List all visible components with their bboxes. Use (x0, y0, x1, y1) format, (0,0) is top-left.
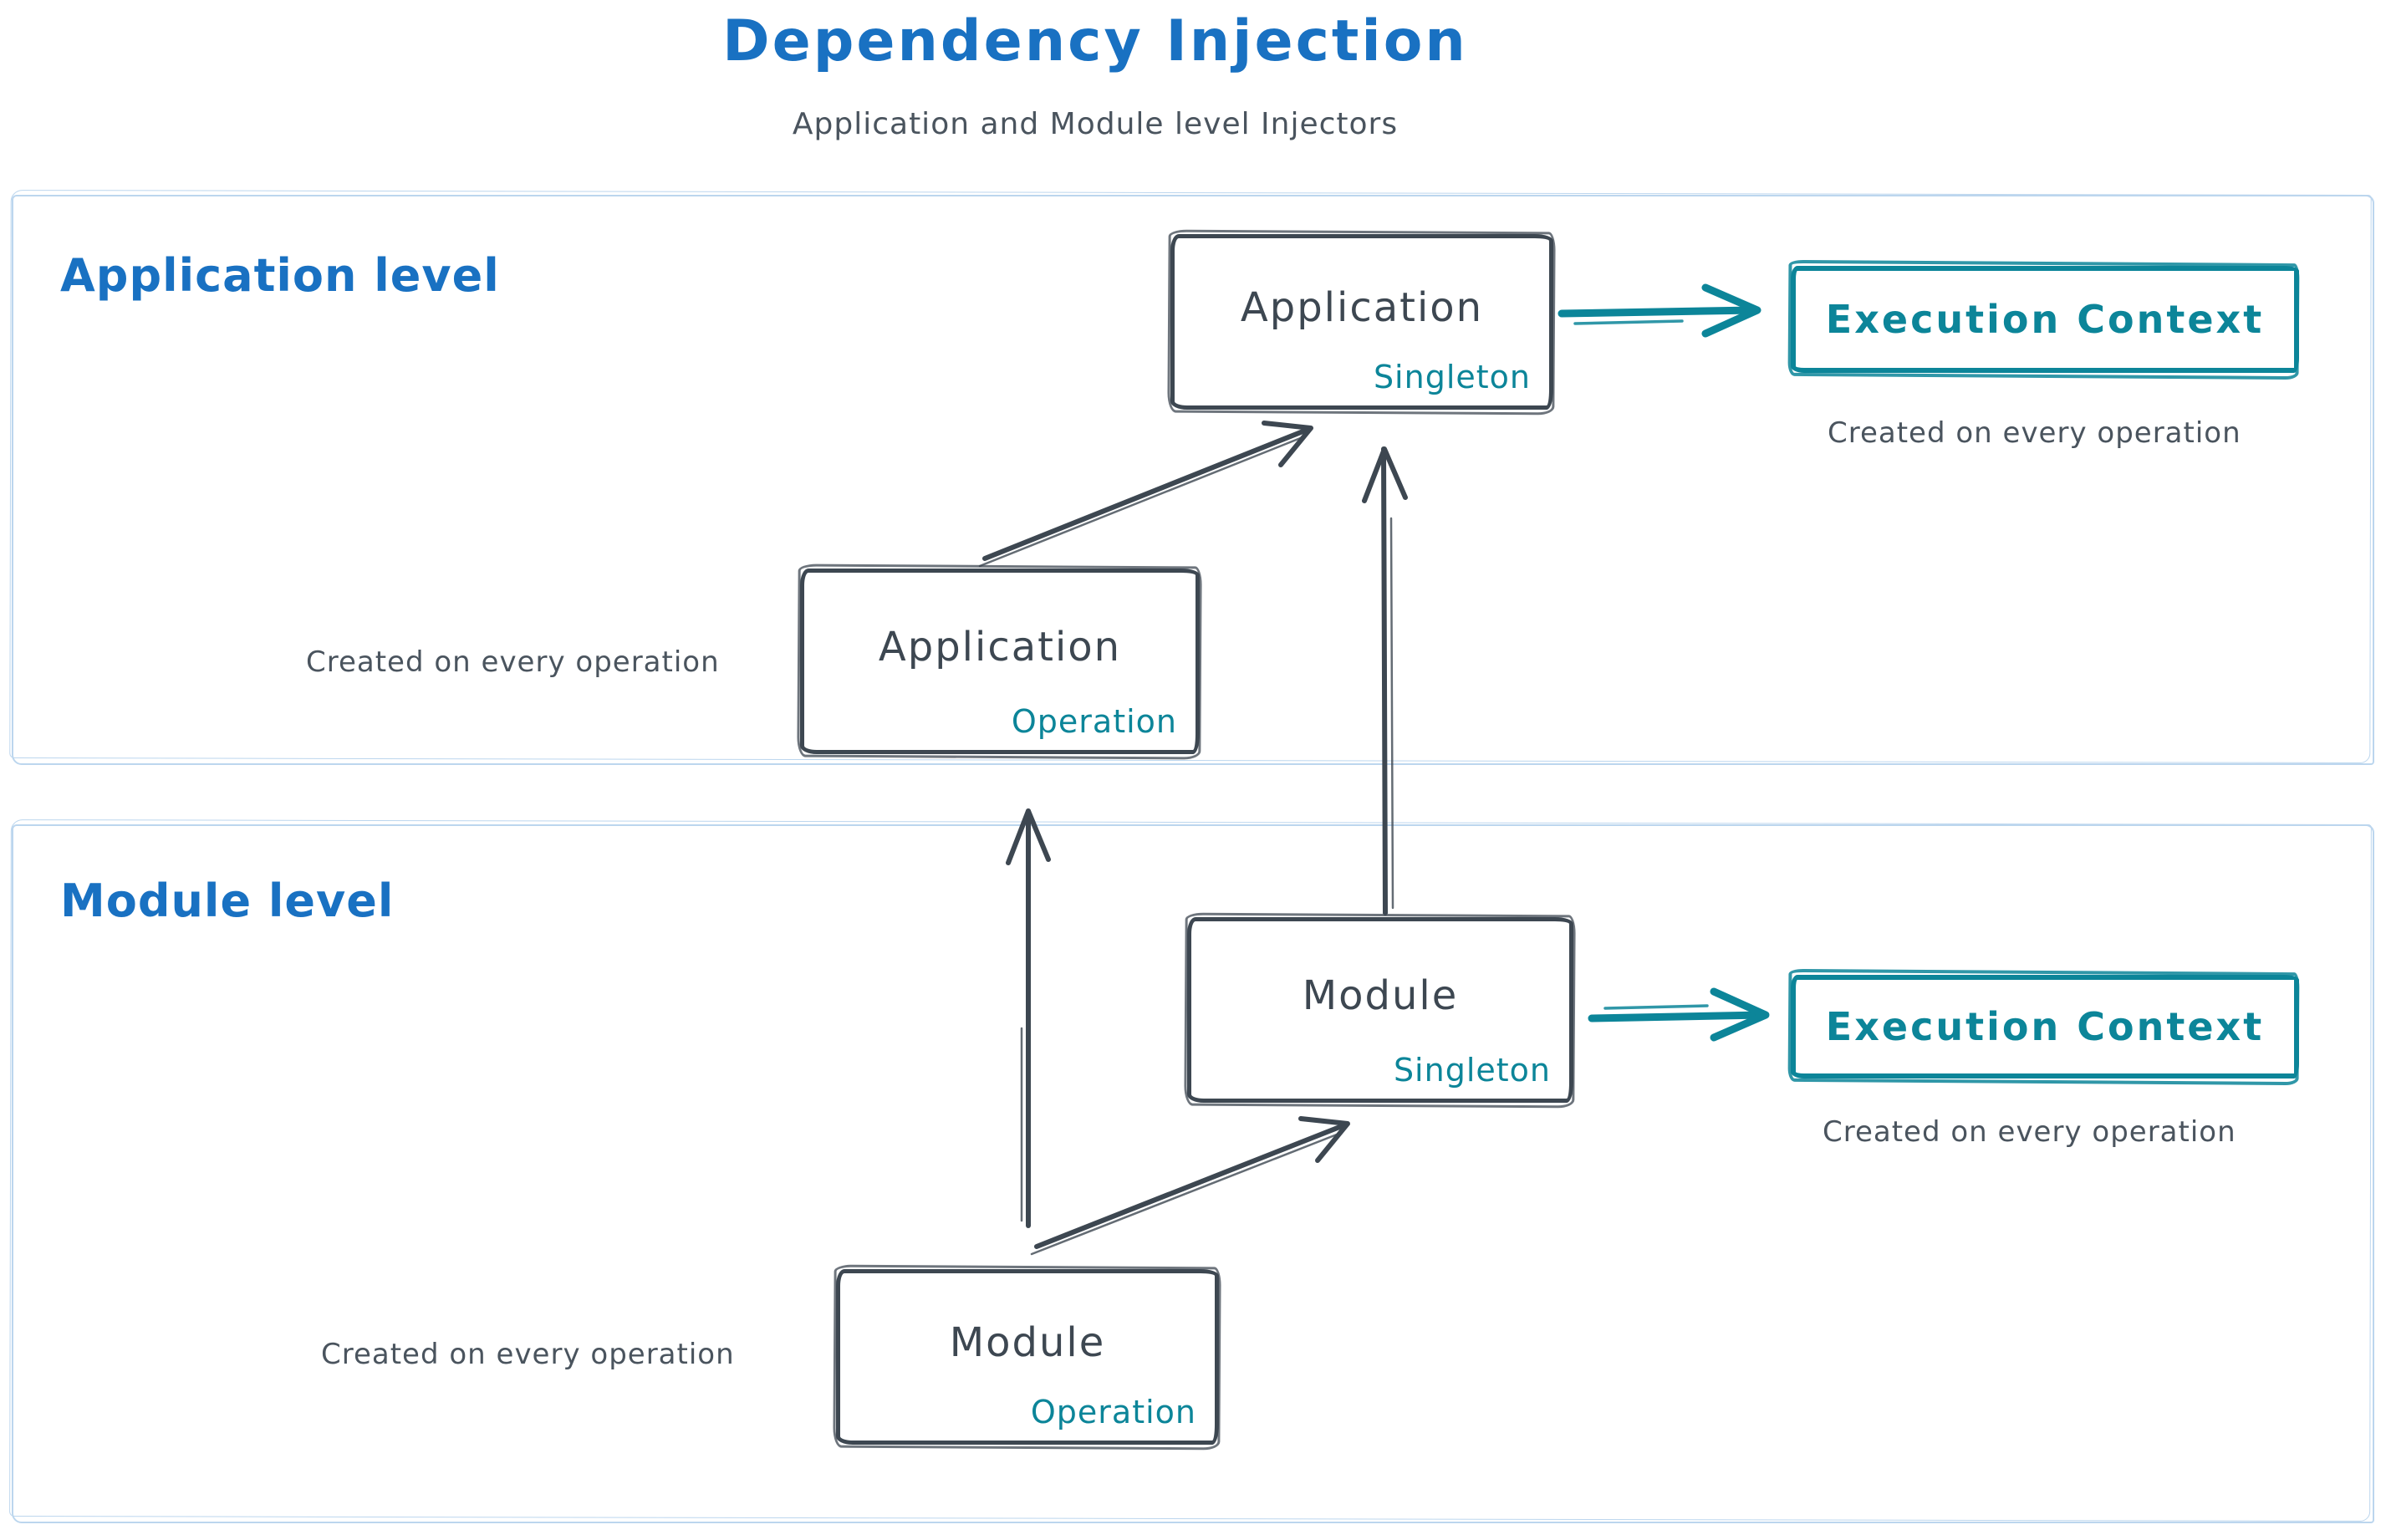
application-operation-box: Application Operation (800, 569, 1200, 754)
application-operation-tag: Operation (1011, 703, 1177, 740)
application-level-label: Application level (60, 249, 500, 302)
application-singleton-tag: Singleton (1373, 359, 1531, 395)
module-operation-box: Module Operation (836, 1269, 1219, 1445)
module-execution-context-box: Execution Context (1791, 975, 2299, 1079)
application-execution-context-label: Execution Context (1825, 297, 2265, 342)
module-operation-caption: Created on every operation (321, 1338, 735, 1371)
page-subtitle: Application and Module level Injectors (792, 107, 1399, 141)
application-level-container (12, 195, 2374, 765)
application-operation-caption: Created on every operation (306, 645, 720, 679)
module-singleton-tag: Singleton (1393, 1052, 1551, 1089)
module-execution-caption: Created on every operation (1823, 1115, 2236, 1149)
module-singleton-box: Module Singleton (1187, 917, 1573, 1103)
application-singleton-title: Application (1240, 284, 1484, 331)
page-title: Dependency Injection (722, 8, 1468, 74)
application-singleton-box: Application Singleton (1170, 234, 1553, 410)
module-operation-title: Module (949, 1319, 1106, 1366)
application-execution-context-box: Execution Context (1791, 266, 2299, 373)
application-operation-title: Application (878, 624, 1122, 671)
module-level-label: Module level (60, 875, 395, 927)
module-operation-tag: Operation (1030, 1394, 1196, 1430)
module-level-container (12, 824, 2374, 1523)
module-singleton-title: Module (1302, 972, 1459, 1019)
application-execution-caption: Created on every operation (1828, 416, 2241, 450)
module-execution-context-label: Execution Context (1825, 1004, 2265, 1049)
